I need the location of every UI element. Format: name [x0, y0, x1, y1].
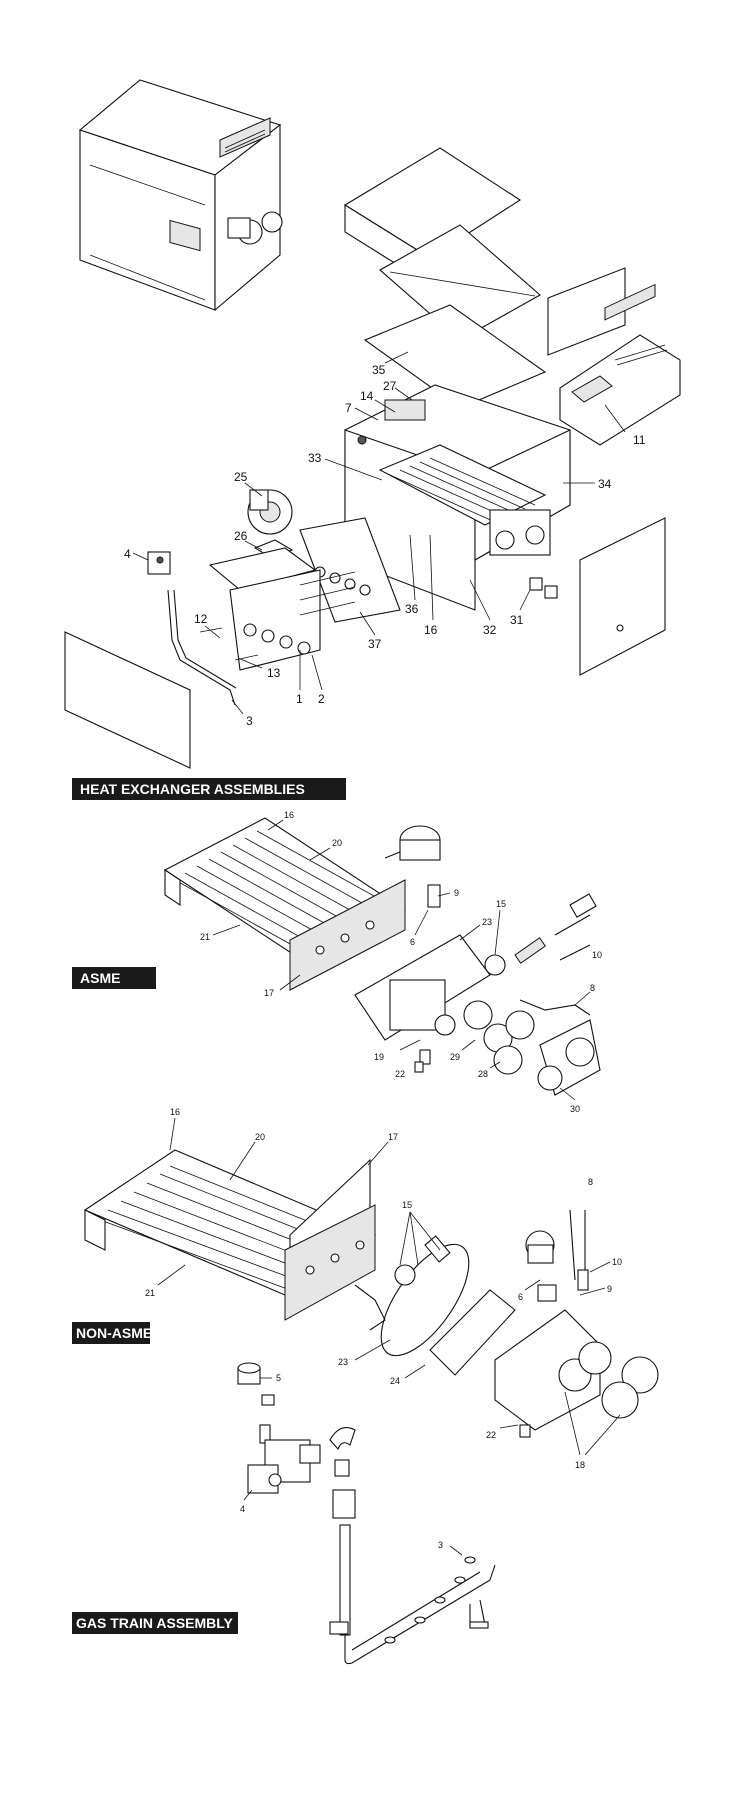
- callout-3: 3: [246, 714, 253, 728]
- non-asme-callout-16: 16: [170, 1107, 180, 1117]
- non-asme-callout-6: 6: [518, 1292, 523, 1302]
- asme-callout-28: 28: [478, 1069, 488, 1079]
- gas-train-callouts: 5 4 3: [240, 1373, 463, 1556]
- asme-callout-29: 29: [450, 1052, 460, 1062]
- non-asme-callout-20: 20: [255, 1132, 265, 1142]
- section-heading-non-asme: NON-ASME: [72, 1322, 152, 1344]
- asme-callout-21: 21: [200, 932, 210, 942]
- gas-valve-and-manifold: [147, 551, 259, 706]
- main-callouts: 35 27 14 7 11 33 34 25 26 4 12 13 3 1 2 …: [124, 351, 646, 728]
- front-panel-left: [64, 631, 191, 769]
- callout-14: 14: [360, 389, 374, 403]
- callout-13: 13: [267, 666, 281, 680]
- callout-25: 25: [234, 470, 248, 484]
- non-asme-callouts: 16 20 17 15 8 10 9 6 21 23 24 22 18: [145, 1107, 622, 1470]
- non-asme-callout-23: 23: [338, 1357, 348, 1367]
- callout-26: 26: [234, 529, 248, 543]
- non-asme-callout-24: 24: [390, 1376, 400, 1386]
- side-panel-top-right: [547, 267, 626, 356]
- control-bezel: [559, 334, 681, 446]
- gas-train-callout-3: 3: [438, 1540, 443, 1550]
- non-asme-header: [494, 1209, 659, 1438]
- non-asme-callout-8: 8: [588, 1177, 593, 1187]
- callout-11: 11: [633, 433, 646, 447]
- callout-7: 7: [345, 401, 352, 415]
- asme-callout-6: 6: [410, 937, 415, 947]
- callout-32: 32: [483, 623, 497, 637]
- non-asme-callout-10: 10: [612, 1257, 622, 1267]
- asme-callout-8: 8: [590, 983, 595, 993]
- heat-exchanger-core: [378, 444, 551, 556]
- asme-callout-19: 19: [374, 1052, 384, 1062]
- asme-callout-30: 30: [570, 1104, 580, 1114]
- callout-4: 4: [124, 547, 131, 561]
- section-heading-heat-exchanger: HEAT EXCHANGER ASSEMBLIES: [72, 778, 346, 800]
- asme-heat-exchanger: [163, 817, 407, 991]
- callout-27: 27: [383, 379, 397, 393]
- callout-33: 33: [308, 451, 322, 465]
- callout-37: 37: [368, 637, 382, 651]
- section-heading-gas-train: GAS TRAIN ASSEMBLY: [72, 1612, 238, 1634]
- callout-36: 36: [405, 602, 419, 616]
- gas-train-callout-5: 5: [276, 1373, 281, 1383]
- assembled-heater-illustration: [78, 79, 283, 312]
- asme-callout-10: 10: [592, 950, 602, 960]
- gas-train-callout-4: 4: [240, 1504, 245, 1514]
- asme-callout-20: 20: [332, 838, 342, 848]
- non-asme-callout-18: 18: [575, 1460, 585, 1470]
- non-asme-callout-9: 9: [607, 1284, 612, 1294]
- callout-16: 16: [424, 623, 438, 637]
- asme-callout-16: 16: [284, 810, 294, 820]
- asme-callout-15: 15: [496, 899, 506, 909]
- non-asme-heat-exchanger: [83, 1149, 377, 1321]
- callout-35: 35: [372, 363, 386, 377]
- asme-callout-23: 23: [482, 917, 492, 927]
- non-asme-callout-22: 22: [486, 1430, 496, 1440]
- non-asme-callout-21: 21: [145, 1288, 155, 1298]
- section-heading-asme: ASME: [72, 967, 156, 989]
- burner-tray: [208, 547, 356, 671]
- side-panel-right: [579, 283, 666, 676]
- asme-header-and-fittings: [354, 884, 601, 1096]
- top-cover-panel: [343, 147, 541, 341]
- non-asme-gasket-and-plate: [354, 1235, 516, 1376]
- asme-pressure-switch: [384, 825, 441, 861]
- asme-callout-17: 17: [264, 988, 274, 998]
- callout-31: 31: [510, 613, 524, 627]
- callout-12: 12: [194, 612, 208, 626]
- asme-callout-22: 22: [395, 1069, 405, 1079]
- callout-34: 34: [598, 477, 612, 491]
- callout-1: 1: [296, 692, 303, 706]
- gas-train-assembly: [237, 1362, 496, 1665]
- non-asme-callout-17: 17: [388, 1132, 398, 1142]
- asme-callout-9: 9: [454, 888, 459, 898]
- non-asme-callout-15: 15: [402, 1200, 412, 1210]
- top-plate: [363, 304, 547, 409]
- callout-2: 2: [318, 692, 325, 706]
- asme-callouts: 16 20 9 15 21 23 6 10 17 8 19 29 22 28 3…: [200, 810, 602, 1114]
